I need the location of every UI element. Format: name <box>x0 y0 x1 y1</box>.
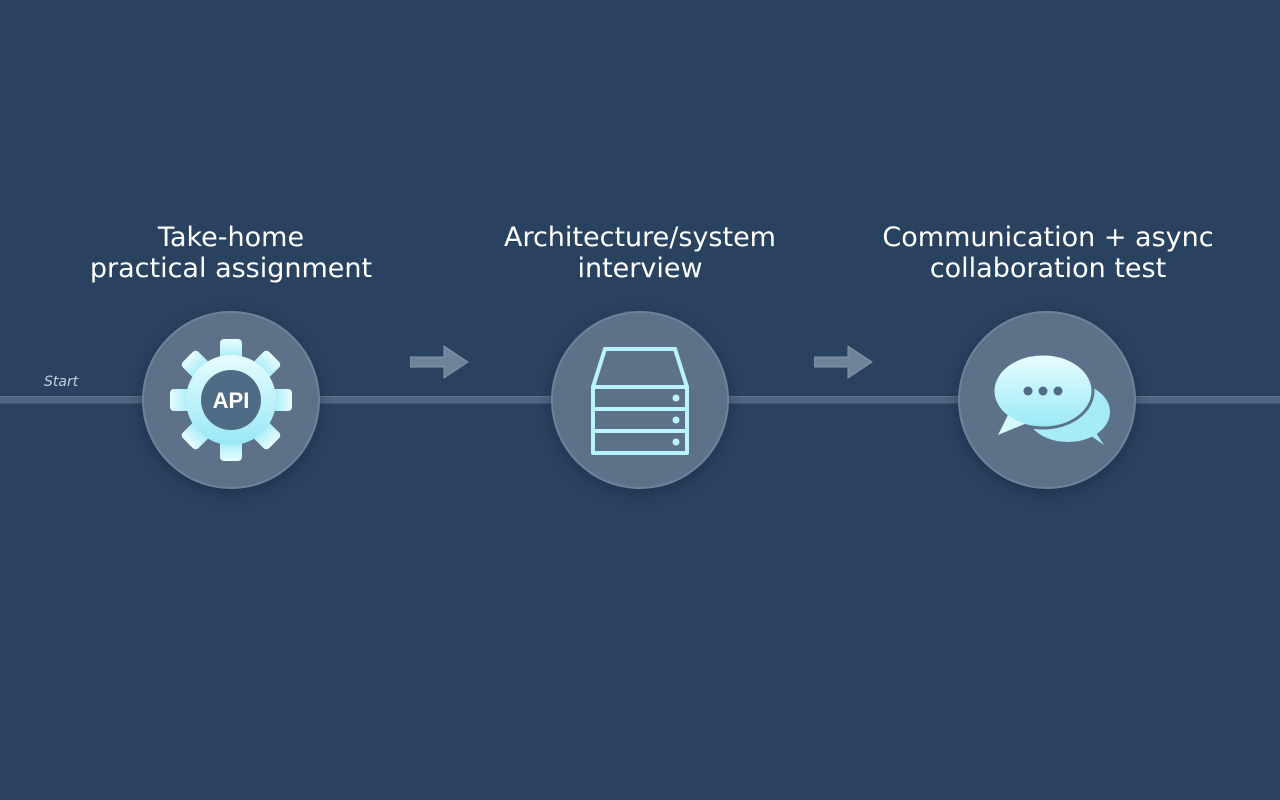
chat-bubbles-icon <box>991 352 1110 445</box>
step-2-title-line1: Architecture/system <box>503 222 776 253</box>
gear-icon: API <box>170 339 292 461</box>
arrow-right-icon <box>814 345 873 379</box>
arrow-right-icon <box>410 345 469 379</box>
step-1-title: Take-home practical assignment <box>51 222 411 284</box>
step-2-title-line2: interview <box>577 253 703 284</box>
gear-icon-label: API <box>213 388 250 413</box>
step-3-title-line1: Communication + async <box>882 222 1214 253</box>
step-3-node <box>958 311 1136 489</box>
start-label: Start <box>44 374 79 390</box>
step-1-title-line2: practical assignment <box>89 253 373 284</box>
step-2-node <box>551 311 729 489</box>
step-2-title: Architecture/system interview <box>460 222 820 284</box>
step-3-title: Communication + async collaboration test <box>868 222 1228 284</box>
server-icon <box>591 347 689 455</box>
step-1-title-line1: Take-home <box>157 222 305 253</box>
step-1-node: API <box>142 311 320 489</box>
step-3-title-line2: collaboration test <box>929 253 1167 284</box>
